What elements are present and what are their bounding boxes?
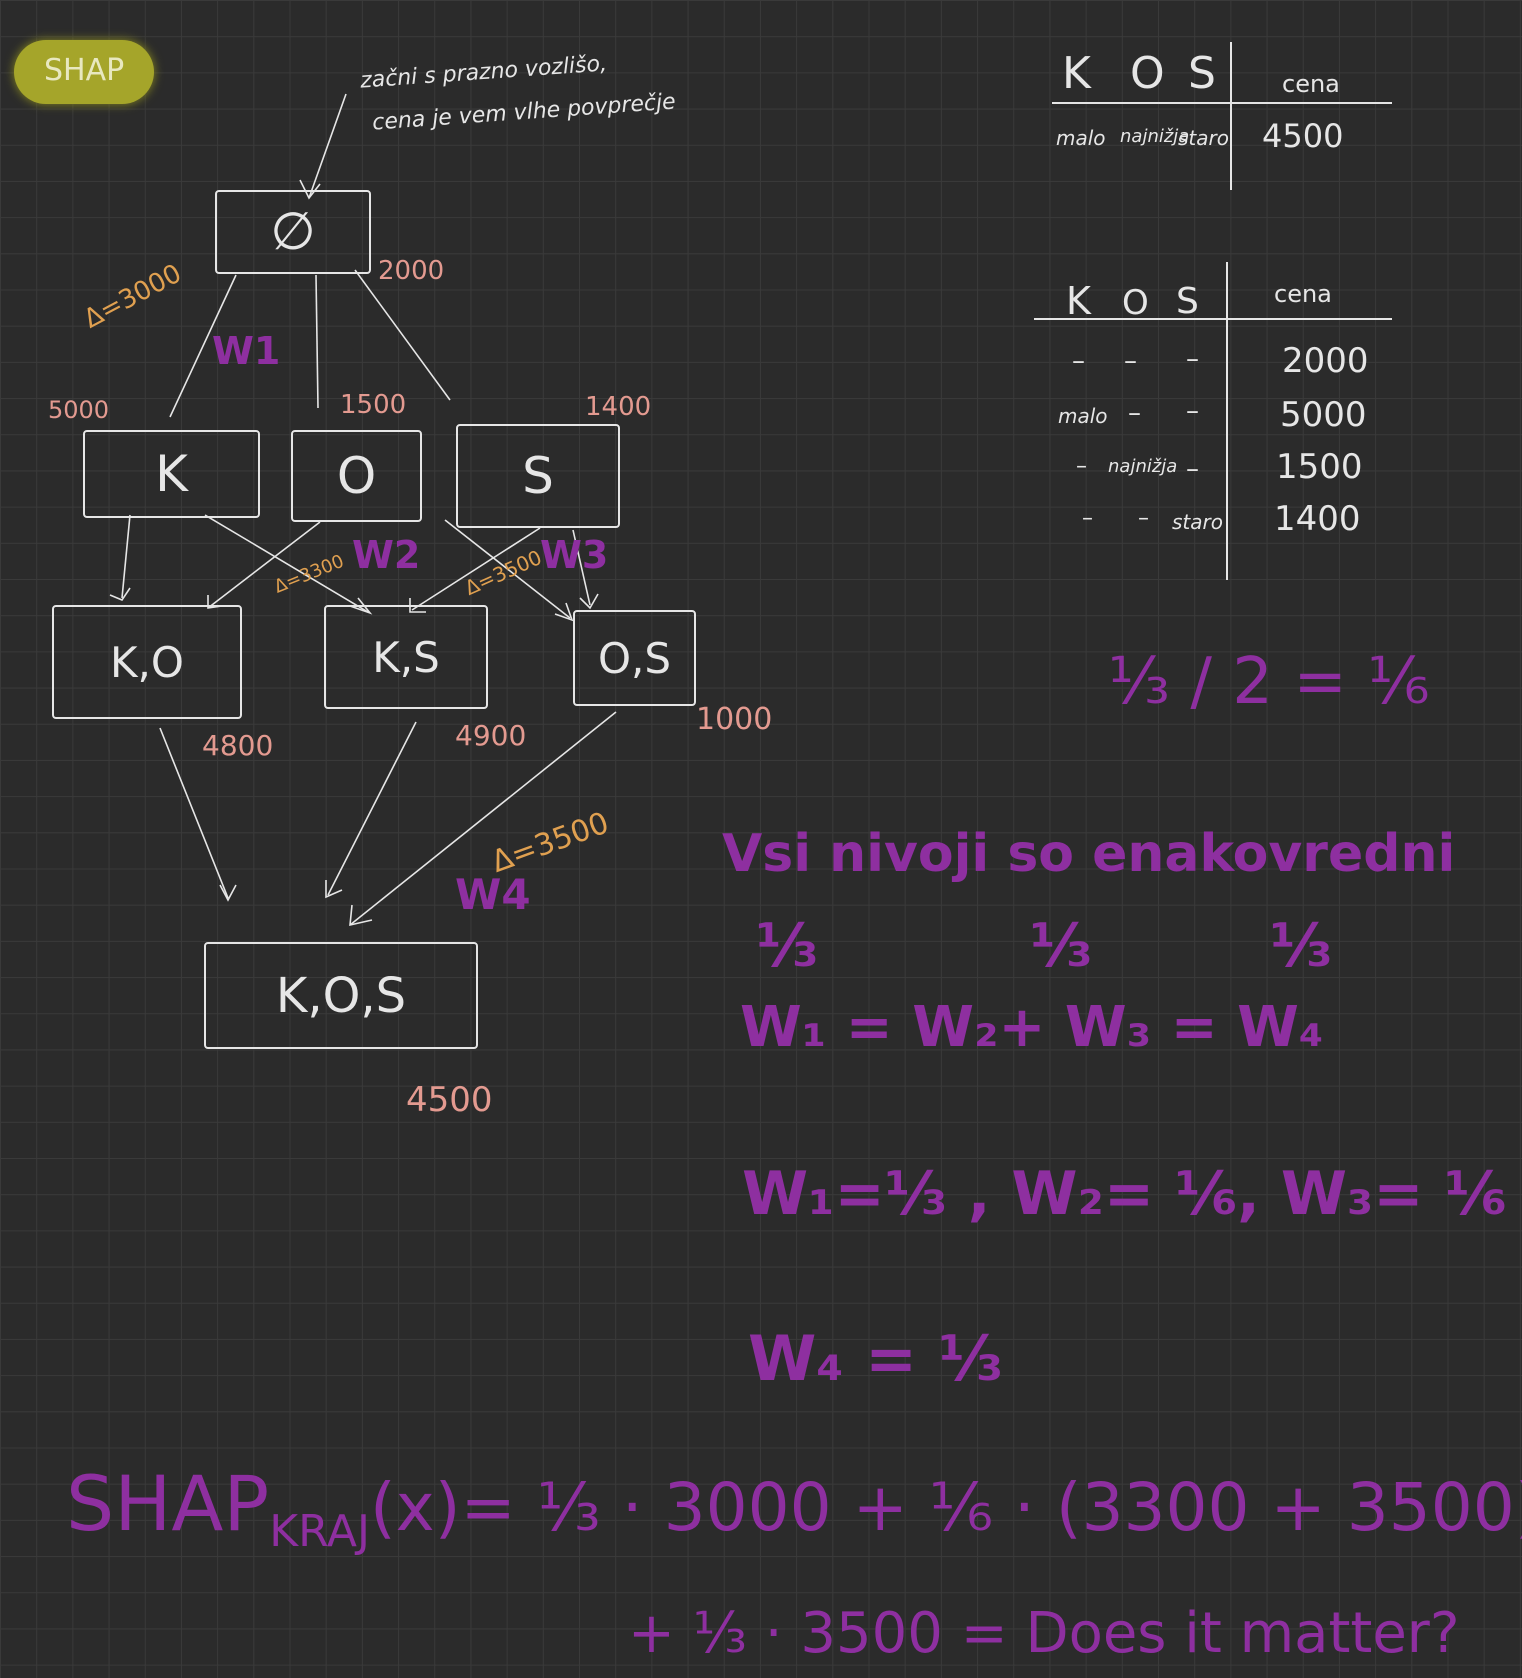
- table2-r1-o: –: [1128, 398, 1141, 428]
- table1-cell-s: staro: [1178, 126, 1229, 150]
- table2-r0-cena: 2000: [1282, 341, 1369, 381]
- value-ko: 4800: [202, 729, 274, 762]
- table2-r2-cena: 1500: [1276, 447, 1363, 487]
- node-k: K: [83, 430, 260, 518]
- table2-hline: [1034, 318, 1392, 320]
- math-w-values: W₁=⅓ , W₂= ⅙, W₃= ⅙: [742, 1159, 1507, 1229]
- note-arrow: [308, 93, 347, 199]
- node-o-label: O: [336, 447, 377, 505]
- node-kos-label: K,O,S: [275, 967, 407, 1024]
- node-s-label: S: [522, 447, 554, 505]
- table2-header-cena: cena: [1274, 280, 1332, 308]
- node-empty: ∅: [215, 190, 371, 274]
- shap-subscript: KRAJ: [269, 1506, 370, 1558]
- table2-r0-k: –: [1072, 346, 1085, 376]
- table2-r1-s: –: [1186, 396, 1199, 426]
- weight-w1: W1: [212, 329, 281, 373]
- table2-r0-s: –: [1186, 344, 1199, 374]
- value-ks: 4900: [455, 719, 527, 752]
- shap-label: SHAP: [66, 1459, 270, 1548]
- table2-header-s: S: [1176, 281, 1199, 322]
- math-third-2: ⅓: [1030, 911, 1093, 981]
- table2-r2-k: –: [1076, 454, 1087, 479]
- value-o: 1500: [340, 390, 407, 420]
- table1-header-cena: cena: [1282, 70, 1340, 98]
- node-empty-label: ∅: [270, 202, 316, 262]
- table2-r3-cena: 1400: [1274, 499, 1361, 539]
- table2-vline: [1226, 262, 1228, 580]
- table1-cell-o: najnižja: [1120, 126, 1190, 147]
- table2-r3-s: staro: [1172, 510, 1223, 534]
- table1-header-o: O: [1130, 48, 1165, 99]
- table2-r1-k: malo: [1058, 404, 1108, 428]
- value-root: 2000: [378, 256, 445, 286]
- math-equation: W₁ = W₂+ W₃ = W₄: [740, 995, 1324, 1060]
- value-kos: 4500: [406, 1080, 493, 1120]
- node-k-label: K: [155, 445, 188, 503]
- node-s: S: [456, 424, 620, 528]
- shap-formula-line-2: + ⅓ · 3500 = Does it matter?: [628, 1601, 1460, 1666]
- table2-r1-cena: 5000: [1280, 395, 1367, 435]
- math-third-3: ⅓: [1270, 911, 1333, 981]
- value-s: 1400: [585, 392, 652, 422]
- weight-w4: W4: [455, 870, 531, 919]
- math-w4: W₄ = ⅓: [748, 1322, 1003, 1395]
- value-os: 1000: [696, 702, 773, 737]
- table2-r2-s: –: [1186, 454, 1199, 484]
- table1-vline: [1230, 42, 1232, 190]
- math-third-1: ⅓: [756, 911, 819, 981]
- node-ko: K,O: [52, 605, 242, 719]
- table2-header-k: K: [1066, 279, 1091, 323]
- node-ks-label: K,S: [372, 632, 440, 682]
- node-os: O,S: [573, 610, 696, 706]
- shap-expression: (x)= ⅓ · 3000 + ⅙ · (3300 + 3500): [369, 1469, 1522, 1546]
- value-k: 5000: [48, 396, 110, 424]
- table1-hline: [1052, 102, 1392, 104]
- weight-w2: W2: [352, 533, 421, 577]
- node-ko-label: K,O: [110, 637, 184, 687]
- node-kos: K,O,S: [204, 942, 478, 1049]
- table1-header-k: K: [1062, 48, 1091, 99]
- math-fraction: ⅓ / 2 = ⅙: [1108, 645, 1430, 719]
- table2-r3-k: –: [1082, 506, 1093, 531]
- math-levels: Vsi nivoji so enakovredni: [722, 824, 1456, 884]
- node-os-label: O,S: [597, 633, 672, 683]
- node-ks: K,S: [324, 605, 488, 709]
- shap-formula-line-1: SHAPKRAJ(x)= ⅓ · 3000 + ⅙ · (3300 + 3500…: [66, 1466, 1522, 1554]
- title-badge-label: SHAP: [44, 53, 125, 88]
- title-badge: SHAP: [14, 40, 154, 104]
- node-o: O: [291, 430, 422, 522]
- table2-header-o: O: [1122, 283, 1149, 323]
- table2-r2-o: najnižja: [1108, 456, 1178, 477]
- table1-cell-cena: 4500: [1262, 117, 1344, 155]
- table2-r3-o: –: [1138, 506, 1149, 531]
- weight-w3: W3: [540, 533, 609, 577]
- table2-r0-o: –: [1124, 346, 1137, 376]
- table1-cell-k: malo: [1056, 126, 1106, 150]
- table1-header-s: S: [1188, 48, 1216, 99]
